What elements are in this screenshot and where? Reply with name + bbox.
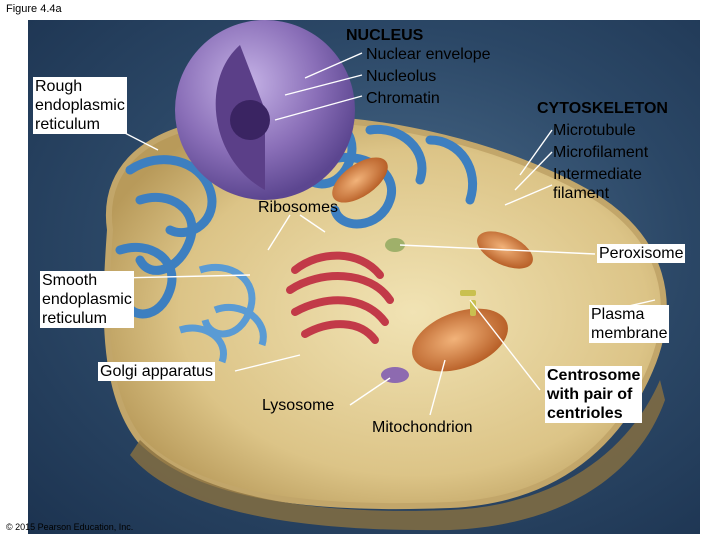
peroxisome-shape	[385, 238, 405, 252]
plasma-membrane-label: Plasma membrane	[589, 305, 670, 343]
figure-label: Figure 4.4a	[6, 3, 62, 15]
lysosome-label: Lysosome	[262, 397, 335, 414]
nucleolus-shape	[230, 100, 270, 140]
microtubule-label: Microtubule	[553, 122, 636, 139]
chromatin-label: Chromatin	[366, 90, 440, 107]
golgi-label: Golgi apparatus	[98, 362, 215, 381]
cytoskeleton-title: CYTOSKELETON	[537, 100, 668, 117]
microfilament-label: Microfilament	[553, 144, 649, 161]
nuclear-envelope-label: Nuclear envelope	[366, 46, 491, 63]
golgi-shape	[286, 251, 394, 344]
nucleus-title: NUCLEUS	[346, 27, 424, 44]
mitochondrion-shape-upper	[332, 157, 388, 203]
mitochondrion-label: Mitochondrion	[372, 419, 473, 436]
smooth-er-label: Smooth endoplasmic reticulum	[40, 271, 134, 328]
rough-er-label: Rough endoplasmic reticulum	[33, 77, 127, 134]
smooth-er-shape	[178, 263, 267, 364]
mitochondrion-shape	[412, 308, 508, 372]
ribosomes-label: Ribosomes	[258, 199, 339, 216]
centrioles-shape	[460, 290, 476, 316]
centrosome-label: Centrosome with pair of centrioles	[545, 366, 643, 423]
nucleolus-label: Nucleolus	[366, 68, 437, 85]
leader-lines	[114, 52, 656, 416]
copyright-notice: © 2015 Pearson Education, Inc.	[6, 522, 134, 532]
peroxisome-label: Peroxisome	[597, 244, 686, 263]
intermediate-filament-label: Intermediate filament	[553, 166, 642, 202]
